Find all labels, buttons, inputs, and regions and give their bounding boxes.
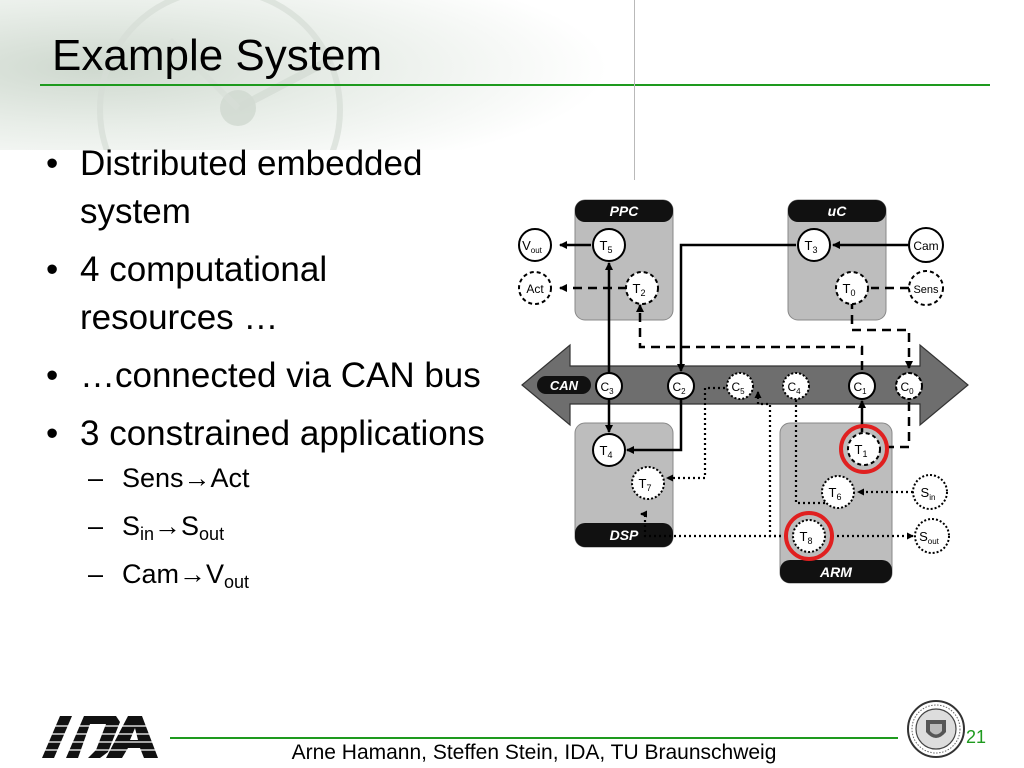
node-cam: Cam [908,227,944,263]
sub-bullet-item: Cam→Vout [80,556,490,592]
node-t2: T2 [625,271,659,305]
svg-text:DSP: DSP [610,527,639,543]
node-t6: T6 [821,475,855,509]
svg-text:C4: C4 [787,380,801,396]
svg-text:T1: T1 [855,442,868,459]
svg-text:Sens: Sens [913,284,939,296]
resource-uc: uC [787,199,887,321]
node-t0: T0 [835,271,869,305]
resource-ppc: PPC [574,199,674,321]
footer-rule [170,737,898,739]
svg-text:T2: T2 [633,281,646,298]
node-vout: Vout [518,228,552,262]
sub-bullet-item: Sens→Act [80,460,490,496]
node-c2: C2 [667,372,695,400]
node-sout: Sout [914,518,950,554]
bullet-item-applications: 3 constrained applications Sens→Act Sin→… [40,410,490,592]
svg-text:Vout: Vout [522,238,543,255]
svg-text:T3: T3 [805,238,818,255]
node-sin: Sin [912,474,948,510]
svg-text:T6: T6 [829,485,842,502]
ida-logo [38,716,162,758]
node-c1: C1 [848,372,876,400]
svg-text:Cam: Cam [913,239,938,253]
svg-text:PPC: PPC [610,203,640,219]
svg-text:C1: C1 [853,380,867,396]
arrow-icon: → [179,559,207,589]
svg-text:Act: Act [526,282,544,296]
node-c5: C5 [726,372,754,400]
title-vertical-rule [634,0,635,180]
svg-text:T5: T5 [600,238,613,255]
slide-title: Example System [52,31,383,80]
page-number: 21 [966,727,987,747]
svg-text:T7: T7 [639,476,652,493]
node-c0: C0 [895,372,923,400]
node-act: Act [518,271,552,305]
svg-text:T4: T4 [600,443,613,460]
highlight-ring-t8 [784,511,834,561]
svg-text:Sout: Sout [919,529,940,546]
node-t4: T4 [592,433,626,467]
node-t8: T8 [792,519,826,553]
sub-bullet-item: Sin→Sout [80,508,490,544]
bullet-item: 4 computational resources … [40,246,490,342]
node-t1: T1 [847,432,881,466]
node-c3: C3 [595,372,623,400]
svg-text:C5: C5 [731,380,745,396]
system-diagram: PPC uC DSP ARM CAN [518,199,969,584]
node-t7: T7 [631,466,665,500]
svg-text:ARM: ARM [819,564,852,580]
svg-text:T0: T0 [843,281,856,298]
arrow-icon: → [154,511,182,541]
university-seal-icon [907,700,965,758]
sub-bullet-list: Sens→Act Sin→Sout Cam→Vout [80,460,490,592]
node-t3: T3 [797,228,831,262]
highlight-ring-t1 [839,424,889,474]
svg-text:C3: C3 [600,380,614,396]
node-sens: Sens [908,270,944,306]
footer-author-text: Arne Hamann, Steffen Stein, IDA, TU Brau… [291,741,777,764]
arrow-icon: → [183,463,211,493]
node-t5: T5 [592,228,626,262]
dashed-edges [559,284,913,449]
bullet-text: 3 constrained applications [80,414,485,453]
svg-text:C2: C2 [672,380,686,396]
svg-text:CAN: CAN [550,378,579,393]
bullet-item: …connected via CAN bus [40,352,490,400]
title-underline [40,84,990,86]
svg-text:T8: T8 [800,529,813,546]
bullet-list: Distributed embedded system 4 computatio… [40,140,490,604]
dotted-edges [640,386,914,540]
svg-text:C0: C0 [900,380,914,396]
svg-text:uC: uC [828,203,848,219]
svg-text:Sin: Sin [921,485,936,502]
bullet-item: Distributed embedded system [40,140,490,236]
background-decoration [0,0,640,150]
node-c4: C4 [782,372,810,400]
